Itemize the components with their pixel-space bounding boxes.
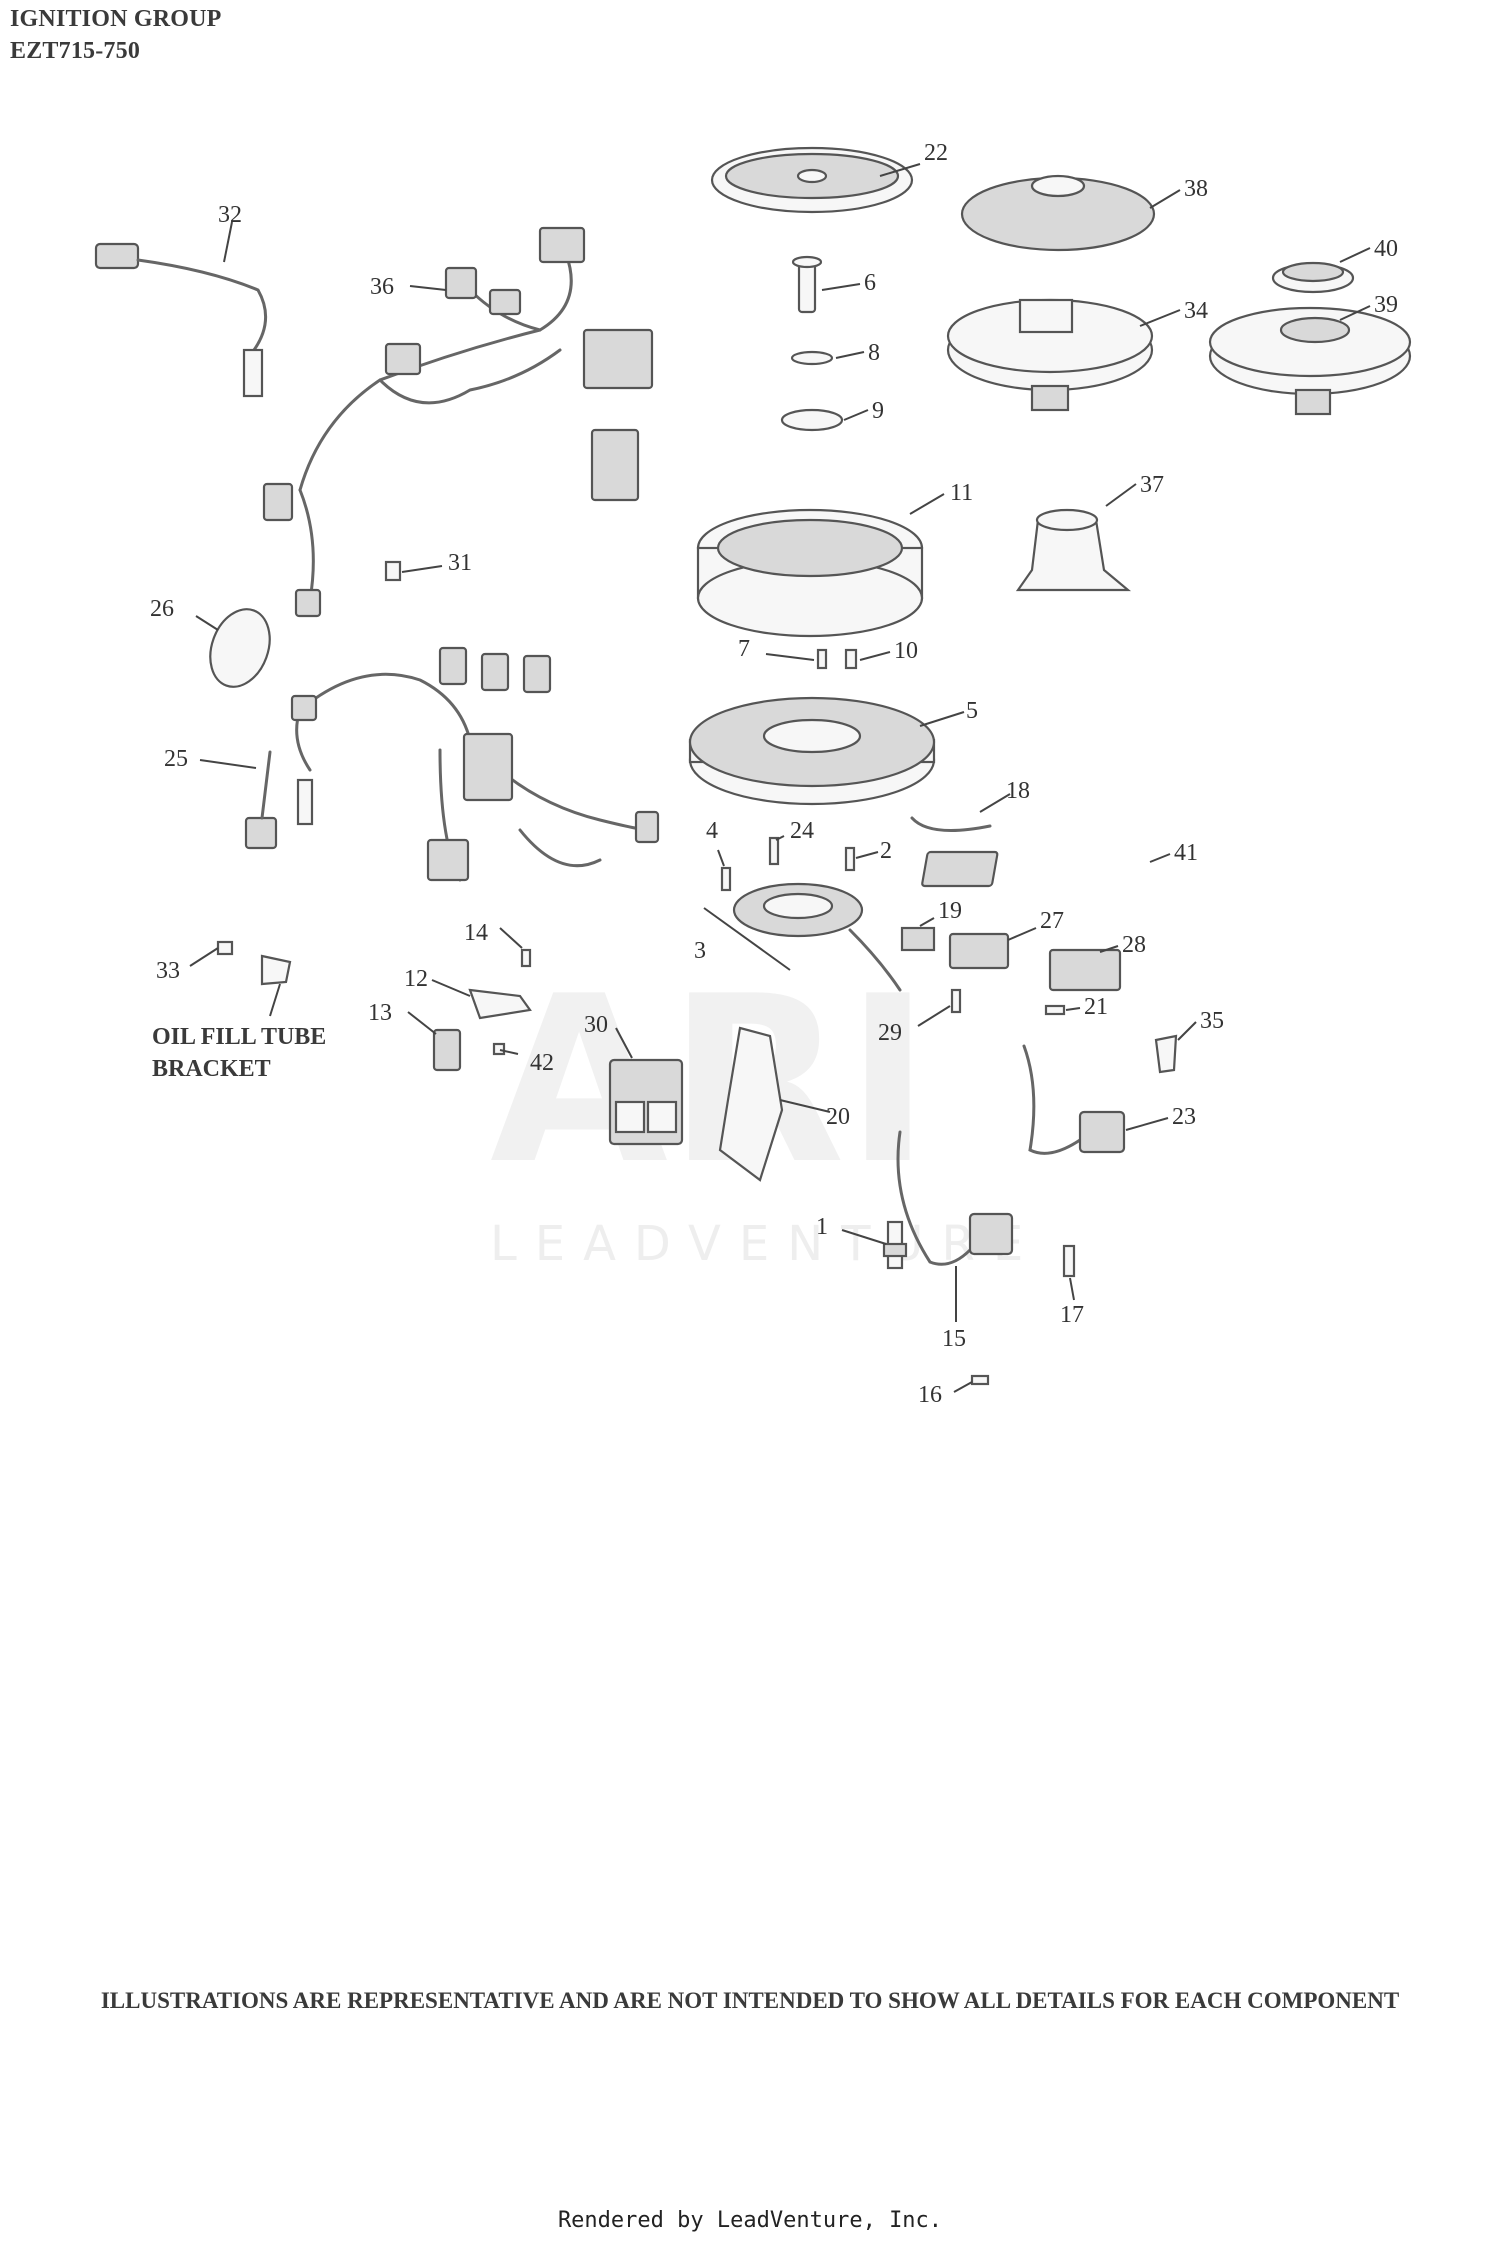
callout-22: 22	[924, 140, 948, 166]
part-screw-2	[844, 846, 856, 872]
part-screw-17	[1062, 1244, 1076, 1278]
part-clip-35	[1154, 1034, 1178, 1074]
part-regulator-28	[1048, 948, 1122, 992]
part-screw-29	[950, 988, 962, 1014]
callout-26: 26	[150, 596, 174, 622]
part-screw-42	[492, 1042, 506, 1056]
callout-38: 38	[1184, 176, 1208, 202]
note-line-1: OIL FILL TUBE	[152, 1024, 326, 1050]
callout-2: 2	[880, 838, 892, 864]
disclaimer-text: ILLUSTRATIONS ARE REPRESENTATIVE AND ARE…	[100, 1988, 1400, 2013]
part-control-module	[608, 1058, 684, 1146]
part-rectifier-27	[948, 932, 1010, 970]
callout-7: 7	[738, 636, 750, 662]
note-line-2: BRACKET	[152, 1056, 271, 1082]
footer-credit: Rendered by LeadVenture, Inc.	[557, 2208, 943, 2233]
diagram-model: EZT715-750	[10, 38, 141, 64]
callout-numbers: 22 38 6 8 9 34 39 40 11 37 7 10 5 18 4 2…	[150, 140, 1398, 1408]
part-screw-4	[720, 866, 732, 892]
part-oil-fill-tube-bracket	[216, 940, 292, 986]
part-plate-19	[900, 926, 936, 952]
leader-lines	[189, 163, 1371, 1393]
part-grass-screen	[960, 174, 1156, 252]
callout-36: 36	[370, 274, 394, 300]
part-ignition-coil-15	[896, 1130, 1014, 1266]
callout-11: 11	[950, 480, 973, 506]
callout-16: 16	[918, 1382, 942, 1408]
callout-13: 13	[368, 1000, 392, 1026]
part-plate	[780, 408, 844, 432]
part-blower-housing-39	[1208, 306, 1412, 416]
callout-17: 17	[1060, 1302, 1084, 1328]
part-stator	[732, 882, 902, 992]
callout-28: 28	[1122, 932, 1146, 958]
callout-3: 3	[694, 938, 706, 964]
part-cap	[1271, 261, 1355, 294]
part-bracket-37	[1015, 508, 1132, 592]
callout-19: 19	[938, 898, 962, 924]
part-stud	[791, 255, 823, 314]
callout-8: 8	[868, 340, 880, 366]
oil-fill-tube-bracket-note: OIL FILL TUBE BRACKET	[152, 1024, 326, 1082]
part-bracket-12	[468, 988, 532, 1020]
callout-37: 37	[1140, 472, 1164, 498]
callout-10: 10	[894, 638, 918, 664]
callout-1: 1	[816, 1214, 828, 1240]
callout-20: 20	[826, 1104, 850, 1130]
part-spark-plug	[882, 1220, 908, 1270]
diagram-title: IGNITION GROUP	[10, 6, 222, 32]
part-screw-10	[844, 648, 858, 670]
callout-18: 18	[1006, 778, 1030, 804]
callout-34: 34	[1184, 298, 1208, 324]
part-sensor-lead-32	[94, 242, 268, 398]
part-sensor-18	[910, 816, 992, 832]
callout-9: 9	[872, 398, 884, 424]
callout-23: 23	[1172, 1104, 1196, 1130]
callout-15: 15	[942, 1326, 966, 1352]
part-flywheel	[688, 696, 936, 806]
part-ignition-coil-23	[1022, 1044, 1126, 1155]
callout-41: 41	[1174, 840, 1198, 866]
part-fan-screen	[710, 146, 914, 214]
callout-33: 33	[156, 958, 180, 984]
callout-6: 6	[864, 270, 876, 296]
part-bracket-20	[718, 1026, 784, 1182]
callout-40: 40	[1374, 236, 1398, 262]
watermark: ARI LEADVENTURE	[490, 948, 1041, 1272]
callout-30: 30	[584, 1012, 608, 1038]
callout-35: 35	[1200, 1008, 1224, 1034]
part-screw-7	[816, 648, 828, 670]
callout-5: 5	[966, 698, 978, 724]
part-flywheel-fan	[696, 508, 924, 638]
callout-25: 25	[164, 746, 188, 772]
part-wiring-harness-36	[262, 226, 654, 618]
watermark-text: LEADVENTURE	[490, 1216, 1041, 1272]
callout-31: 31	[448, 550, 472, 576]
watermark-logo: ARI	[490, 948, 931, 1215]
callout-24: 24	[790, 818, 814, 844]
part-washer	[790, 350, 834, 366]
part-blower-housing-34	[946, 298, 1154, 412]
part-screw-24	[768, 836, 780, 866]
callout-14: 14	[464, 920, 488, 946]
callout-32: 32	[218, 202, 242, 228]
part-screw-16	[970, 1374, 990, 1386]
part-grommet-31	[384, 560, 402, 582]
callout-4: 4	[706, 818, 718, 844]
callout-21: 21	[1084, 994, 1108, 1020]
callout-39: 39	[1374, 292, 1398, 318]
part-wiring-harness-25	[244, 646, 660, 882]
callout-42: 42	[530, 1050, 554, 1076]
part-screw-14	[520, 948, 532, 968]
callout-29: 29	[878, 1020, 902, 1046]
part-regulator-41	[921, 850, 999, 888]
callout-27: 27	[1040, 908, 1064, 934]
part-tie-strap	[209, 608, 271, 688]
part-switch-13	[432, 1028, 462, 1072]
callout-12: 12	[404, 966, 428, 992]
part-screw-21	[1044, 1004, 1066, 1016]
